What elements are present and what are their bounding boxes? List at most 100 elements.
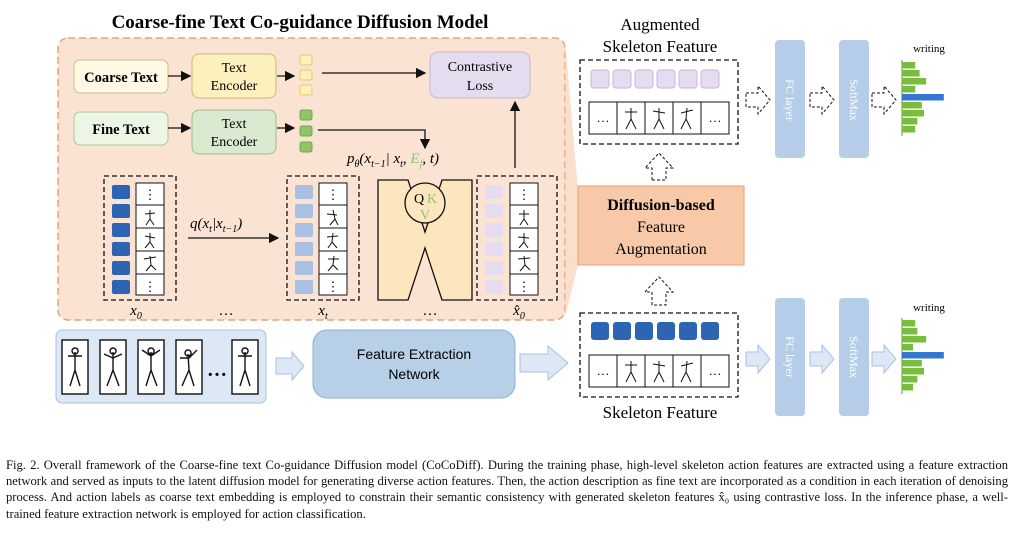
framework-figure: Coarse-fine Text Co-guidance Diffusion M… [55,12,945,422]
augmented-skeleton-frames: … … [588,101,730,135]
histogram-bar [902,102,922,109]
fc-layer-bottom-label: FC layer [783,336,797,378]
softmax-bottom-label: SoftMax [847,336,861,378]
caption-line: are extracted using a feature extraction… [6,458,1008,489]
fc-layer-top-label: FC layer [783,79,797,121]
svg-text:⋮: ⋮ [144,187,157,202]
fc-layer-bottom [775,298,805,416]
skeleton-feature-frames: … … [588,354,730,388]
fe-label: Feature Extraction [357,346,471,362]
contrastive-loss-box [429,51,531,99]
histogram-bar [902,344,913,351]
histogram-bar [902,70,920,77]
writing-label-top: writing [913,43,945,55]
caption-line: Fig. 2. Overall framework of the Coarse-… [6,458,804,472]
histogram-bar [902,368,924,375]
cross-attention-circle [404,182,446,224]
histogram-bar [902,320,916,327]
feature-extraction-network [312,329,516,399]
svg-text:…: … [709,110,722,125]
histogram-bar [902,384,913,391]
skeleton-input-frames [61,339,259,395]
arrow-to-skeleton-feature [519,344,569,382]
ellipsis: … [219,303,234,319]
svg-text:⋮: ⋮ [518,187,531,202]
text-encoder-fine [191,109,277,155]
figure-caption: Fig. 2. Overall framework of the Coarse-… [6,457,1008,522]
text-encoder-coarse [191,53,277,99]
svg-text:…: … [597,110,610,125]
histogram-bar [902,110,924,117]
skeleton-feature-title: Skeleton Feature [603,403,718,422]
xhat0-skeleton-frames: ⋮ ⋮ [509,182,539,296]
diffusion-aug-label: Diffusion-based [607,197,715,214]
histogram-bar [902,78,927,85]
svg-text:⋮: ⋮ [327,279,340,294]
k-label: K [427,192,437,207]
histogram-top [901,60,944,136]
histogram-bar [902,376,918,383]
contrastive-loss-label: Loss [467,79,493,94]
x0-block [103,175,177,301]
svg-text:⋮: ⋮ [518,279,531,294]
histogram-bar [902,126,916,133]
caption-line: constrain their semantic consistency wit… [6,490,1008,521]
xt-block [286,175,360,301]
softmax-top [839,40,869,158]
diffusion-aug-label: Feature [637,219,685,236]
augmented-feature-block [579,59,739,145]
q-label: Q [414,192,424,207]
caption-line: description as fine text are incorporate… [6,474,1008,505]
text-encoder-label: Encoder [211,135,258,150]
skeleton-feature-block [579,312,739,398]
up-arrow-aug [643,152,675,181]
histogram-bar [902,86,916,93]
softmax-bottom [839,298,869,416]
figure-title: Coarse-fine Text Co-guidance Diffusion M… [112,12,489,33]
augmented-feature-title: Augmented [620,15,700,34]
x0-feature-column [112,185,130,294]
coarse-embedding [299,54,313,96]
x0-label: x0 [129,303,142,322]
coarse-text-label: Coarse Text [84,70,158,86]
histogram-bar [902,360,922,367]
caption-line: is employed for action classification. [180,506,366,521]
histogram-bottom [901,318,944,394]
histogram-bar [902,62,916,69]
xhat0-block [476,175,558,301]
xt-label: xt [317,303,328,322]
histogram-bar [902,336,927,343]
histogram-bar [902,352,944,359]
xt-skeleton-frames: ⋮ ⋮ [318,182,348,296]
text-encoder-label: Text [222,117,247,132]
text-encoder-label: Text [222,61,247,76]
softmax-top-label: SoftMax [847,79,861,121]
skeleton-feature-vector [591,322,719,340]
augmented-feature-vector [590,69,720,89]
funnel-shape [565,40,578,318]
denoise-formula: pθ(xt−1| xt, Ef, t) [346,151,439,170]
up-arrow-skeleton [643,276,675,306]
fine-text-label: Fine Text [92,122,150,138]
xhat0-label: x̂0 [512,303,525,322]
contrastive-loss-label: Contrastive [448,60,513,75]
histogram-bar [902,118,918,125]
skeleton-ellipsis: … [207,359,227,381]
fe-label: Network [388,366,440,382]
histogram-bar [902,328,918,335]
text-encoder-label: Encoder [211,79,258,94]
histogram-bar [902,94,944,101]
svg-text:…: … [597,363,610,378]
fc-layer-top [775,40,805,158]
writing-label-bottom: writing [913,302,945,314]
diffusion-augmentation-box [577,185,745,266]
xt-feature-column [295,185,313,294]
v-label: V [420,208,430,223]
arrow-to-fe [275,350,305,382]
forward-process-formula: q(xt|xt−1) [190,216,242,235]
ellipsis: … [423,303,438,319]
svg-text:…: … [709,363,722,378]
svg-text:⋮: ⋮ [144,279,157,294]
x0-skeleton-frames: ⋮ ⋮ [135,182,165,296]
xhat0-feature-column [485,185,503,294]
